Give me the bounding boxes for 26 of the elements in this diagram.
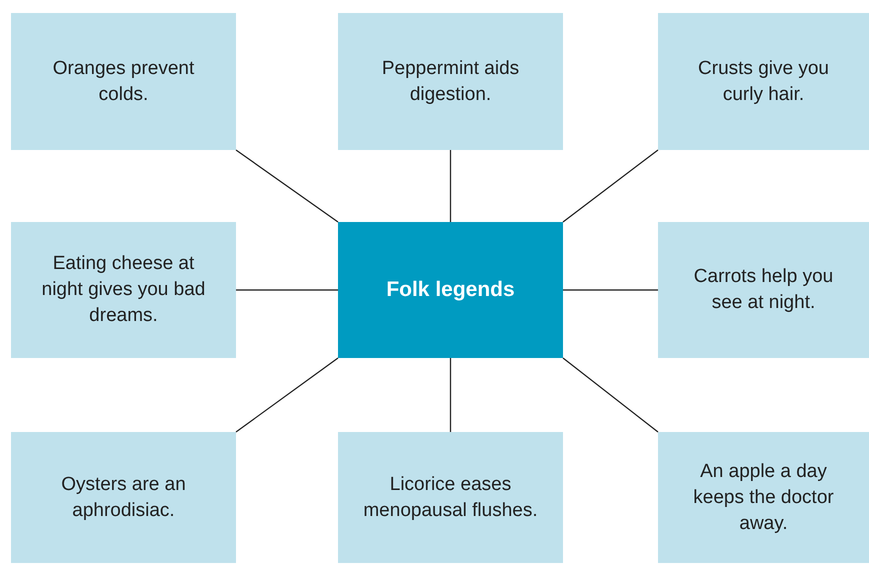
legend-text: Oysters are an aphrodisiac.: [60, 472, 187, 522]
legend-box: [338, 432, 563, 563]
connector-line: [562, 358, 658, 432]
connector-line: [236, 289, 338, 291]
legend-box: [338, 13, 563, 150]
connector-line: [450, 358, 452, 432]
legend-box: [658, 13, 869, 150]
legend-text: Oranges prevent colds.: [52, 56, 196, 106]
legend-text: An apple a day keeps the doctor away.: [692, 460, 835, 536]
legend-box: [658, 432, 869, 563]
legend-text: Eating cheese at night gives you bad dreams.: [40, 252, 206, 328]
legend-text: Carrots help you see at night.: [692, 265, 834, 315]
connector-line: [236, 150, 338, 222]
topic-title: Folk legends: [386, 277, 515, 303]
legend-box: [11, 13, 236, 150]
connector-line: [450, 150, 452, 222]
connector-line: [236, 358, 338, 432]
legend-box: [11, 222, 236, 358]
legend-box: [11, 432, 236, 563]
connector-line: [562, 150, 658, 222]
connector-line: [563, 289, 658, 291]
legend-text: Crusts give you curly hair.: [697, 56, 830, 106]
legend-text: Peppermint aids digestion.: [380, 56, 520, 106]
legend-box: [658, 222, 869, 358]
topic-box: [338, 222, 563, 358]
legend-text: Licorice eases menopausal flushes.: [362, 472, 539, 522]
